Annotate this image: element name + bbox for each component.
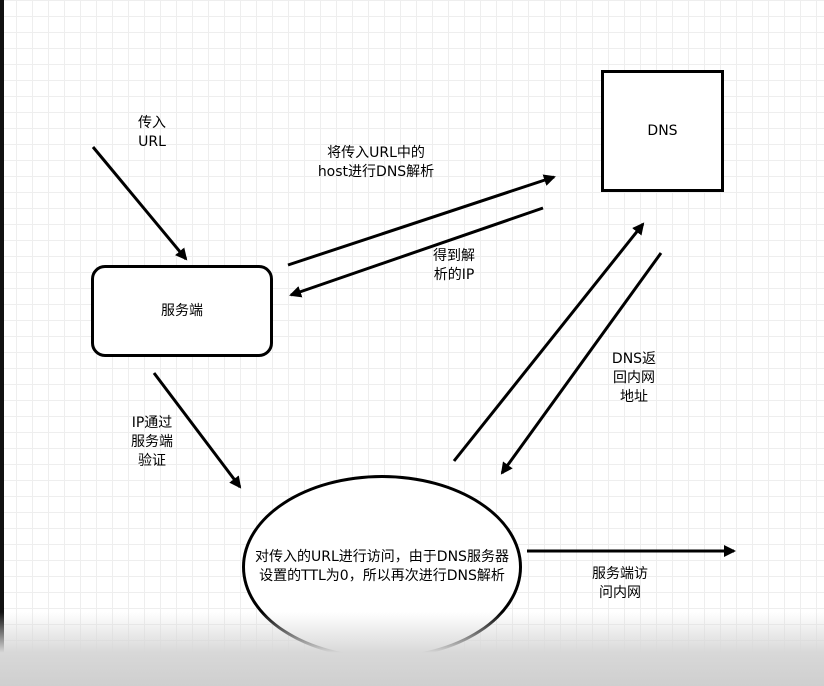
arrow-dns-to-client	[500, 252, 663, 475]
arrow-server-to-dns	[287, 174, 556, 267]
label-input-url: 传入 URL	[138, 115, 166, 150]
arrow-server-to-client	[152, 372, 242, 489]
server-node: 服务端	[91, 265, 273, 357]
label-get-ip: 得到解 析的IP	[433, 248, 475, 283]
arrow-dns-to-server	[289, 206, 544, 298]
client-node-label: 对传入的URL进行访问，由于DNS服务器设置的TTL为0，所以再次进行DNS解析	[255, 549, 509, 584]
label-server-access: 服务端访 问内网	[592, 566, 648, 601]
dns-node-label: DNS	[647, 122, 678, 139]
window-left-edge	[0, 0, 4, 686]
arrow-input-to-server	[91, 146, 188, 261]
label-ip-verify: IP通过 服务端 验证	[131, 415, 173, 469]
arrow-client-to-dns	[452, 222, 645, 462]
server-node-label: 服务端	[161, 302, 203, 319]
dns-node: DNS	[601, 70, 724, 192]
label-resolve-host: 将传入URL中的 host进行DNS解析	[317, 145, 435, 180]
bottom-fade	[0, 612, 824, 686]
label-dns-return: DNS返 回内网 地址	[611, 351, 657, 405]
